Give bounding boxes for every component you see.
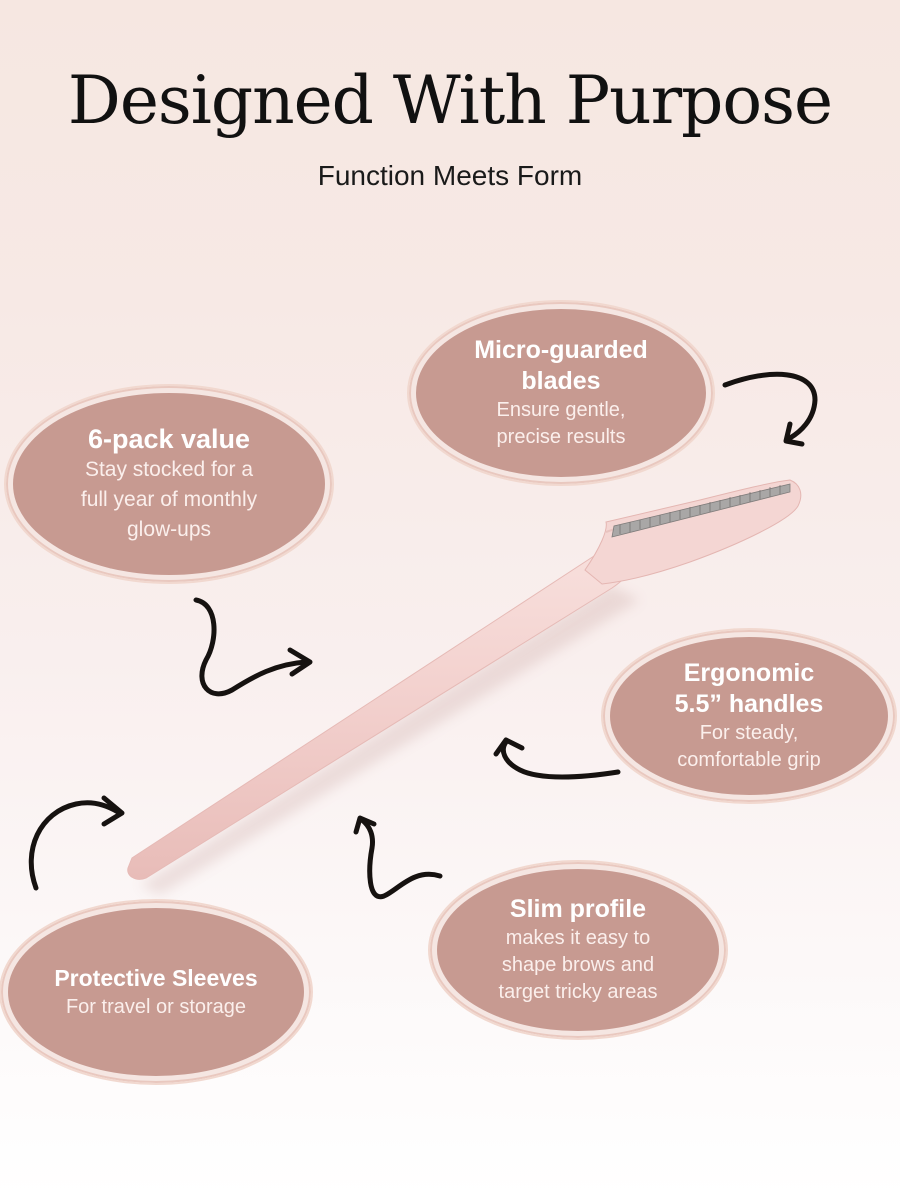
arrow-ergo-icon (493, 737, 621, 780)
feature-text: glow-ups (126, 517, 212, 541)
feature-title: Protective Sleeves (54, 965, 258, 991)
feature-title: blades (521, 367, 601, 395)
feature-text: comfortable grip (677, 749, 821, 771)
arrow-sleeve-icon (28, 795, 125, 891)
feature-text: full year of monthly (80, 487, 258, 511)
feature-text: target tricky areas (498, 981, 658, 1003)
feature-title: 6-pack value (87, 423, 251, 454)
page-subtitle: Function Meets Form (317, 160, 583, 191)
feature-title: 5.5” handles (674, 690, 824, 718)
feature-title: Ergonomic (683, 659, 815, 687)
feature-text: For travel or storage (65, 996, 247, 1018)
feature-bubble-ergonomic: Ergonomic 5.5” handles For steady, comfo… (601, 628, 897, 804)
feature-text: precise results (496, 426, 626, 448)
feature-text: makes it easy to (505, 927, 651, 949)
page-title: Designed With Purpose (67, 62, 833, 139)
arrow-micro-icon (722, 371, 818, 447)
feature-text: Ensure gentle, (496, 399, 626, 421)
feature-text: For steady, (699, 722, 799, 744)
feature-bubble-slim-profile: Slim profile makes it easy to shape brow… (428, 860, 728, 1040)
feature-title: Micro-guarded (474, 336, 648, 364)
razor-icon (127, 479, 802, 880)
feature-bubble-protective-sleeves: Protective Sleeves For travel or storage (0, 899, 313, 1085)
razor-shadow (140, 585, 640, 895)
arrow-pack-icon (193, 597, 313, 697)
feature-text: Stay stocked for a (84, 457, 254, 481)
feature-bubble-6-pack: 6-pack value Stay stocked for a full yea… (4, 384, 334, 584)
arrow-slim-icon (353, 815, 443, 900)
feature-text: shape brows and (501, 954, 655, 976)
feature-bubble-micro-guarded: Micro-guarded blades Ensure gentle, prec… (407, 300, 715, 486)
feature-title: Slim profile (509, 895, 647, 923)
